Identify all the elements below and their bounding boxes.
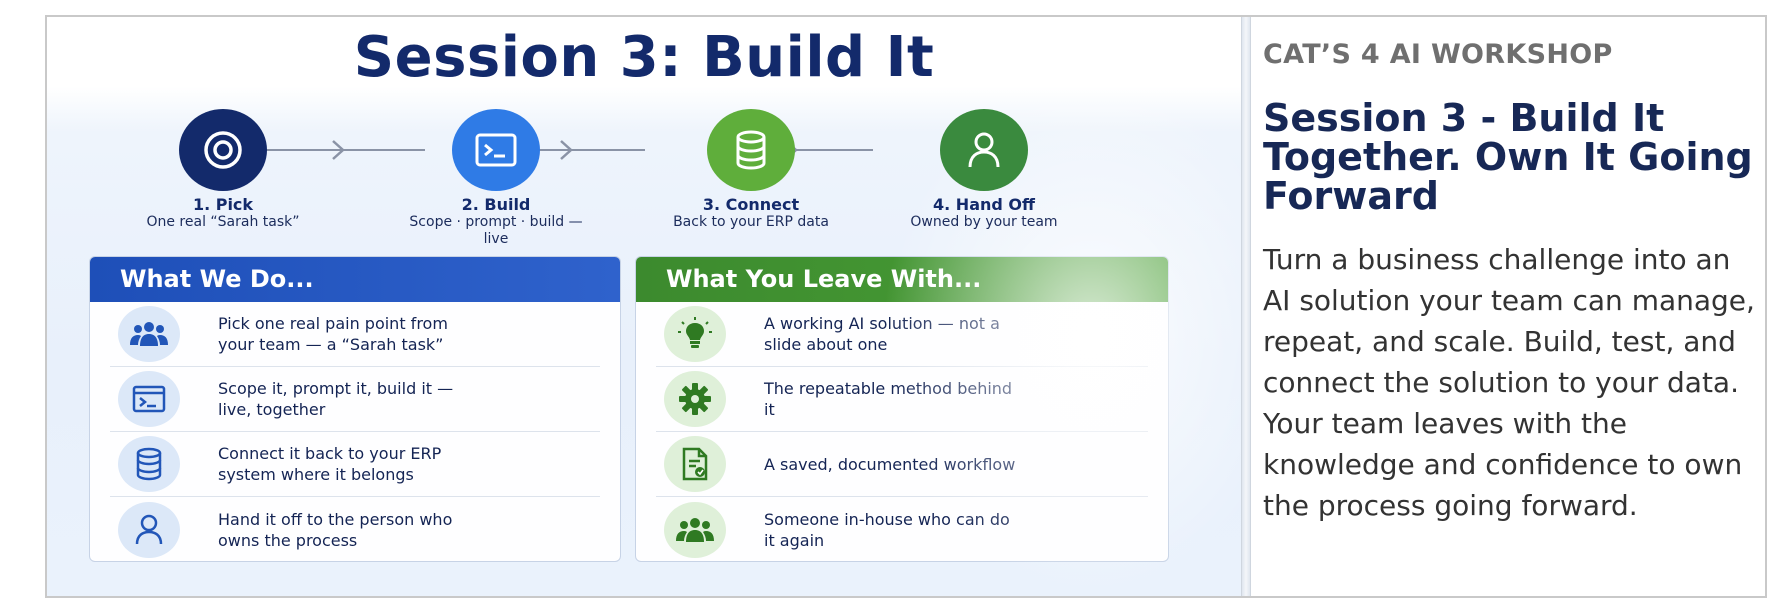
database-icon [118,436,180,492]
session-title: Session 3 - Build It Together. Own It Go… [1263,96,1753,218]
list-item-text: The repeatable method behind it [764,379,1013,419]
user-icon [118,501,180,558]
what-you-leave-with-card: What You Leave With... A working AI solu… [635,256,1169,562]
user-icon [940,109,1028,191]
step-label: 2. Build [461,195,531,214]
description-panel: CAT’S 4 AI WORKSHOP Session 3 - Build It… [1251,17,1765,596]
terminal-icon [118,371,180,427]
step-connect: 3. Connect Back to your ERP data [651,109,851,231]
step-description: Scope · prompt · build — live [409,214,583,247]
workshop-label: CAT’S 4 AI WORKSHOP [1263,39,1613,70]
list-item-text: A saved, documented workflow [764,454,1016,474]
list-item-text: Scope it, prompt it, build it — live, to… [218,379,454,419]
step-connector [501,140,645,160]
step-label: 1. Pick [192,195,254,214]
list-item: The repeatable method behind it [656,367,1148,432]
team-icon [664,501,726,558]
step-label: 4. Hand Off [933,195,1035,214]
card-heading: What You Leave With... [636,257,1168,302]
infographic-panel: Session 3: Build It 1. Pick One real “Sa… [47,17,1241,596]
target-icon [179,109,267,191]
list-item: Hand it off to the person who owns the p… [110,497,600,561]
graphic-title: Session 3: Build It [353,25,935,90]
step-description: Owned by your team [910,214,1058,230]
step-hand-off: 4. Hand Off Owned by your team [884,109,1084,231]
list-item-text: Someone in-house who can do it again [764,509,1010,550]
list-item-text: Connect it back to your ERP system where… [218,444,442,484]
session-description: Turn a business challenge into an AI sol… [1263,243,1755,522]
lightbulb-icon [664,306,726,362]
panel-divider [1241,17,1251,596]
step-label: 3. Connect [702,195,800,214]
content-frame: Session 3: Build It 1. Pick One real “Sa… [45,15,1767,598]
gear-icon [664,371,726,427]
step-pick: 1. Pick One real “Sarah task” [123,109,323,231]
step-build: 2. Build Scope · prompt · build — live [396,109,596,248]
list-item: Someone in-house who can do it again [656,497,1148,561]
list-item-text: Hand it off to the person who owns the p… [218,509,453,550]
list-item: A saved, documented workflow [656,432,1148,497]
list-item: A working AI solution — not a slide abou… [656,302,1148,367]
card-heading: What We Do... [90,257,620,302]
team-icon [118,306,180,362]
what-we-do-card: What We Do... Pick one real pain point f… [89,256,621,562]
chevron-right-icon [560,140,573,160]
document-icon [664,436,726,492]
terminal-icon [452,109,540,191]
database-icon [707,109,795,191]
chevron-right-icon [332,140,345,160]
list-item: Pick one real pain point from your team … [110,302,600,367]
step-connector [265,140,425,160]
list-item-text: Pick one real pain point from your team … [218,314,448,354]
list-item: Scope it, prompt it, build it — live, to… [110,367,600,432]
list-item: Connect it back to your ERP system where… [110,432,600,497]
step-description: One real “Sarah task” [146,214,300,230]
list-item-text: A working AI solution — not a slide abou… [764,314,1000,354]
step-description: Back to your ERP data [673,214,829,230]
